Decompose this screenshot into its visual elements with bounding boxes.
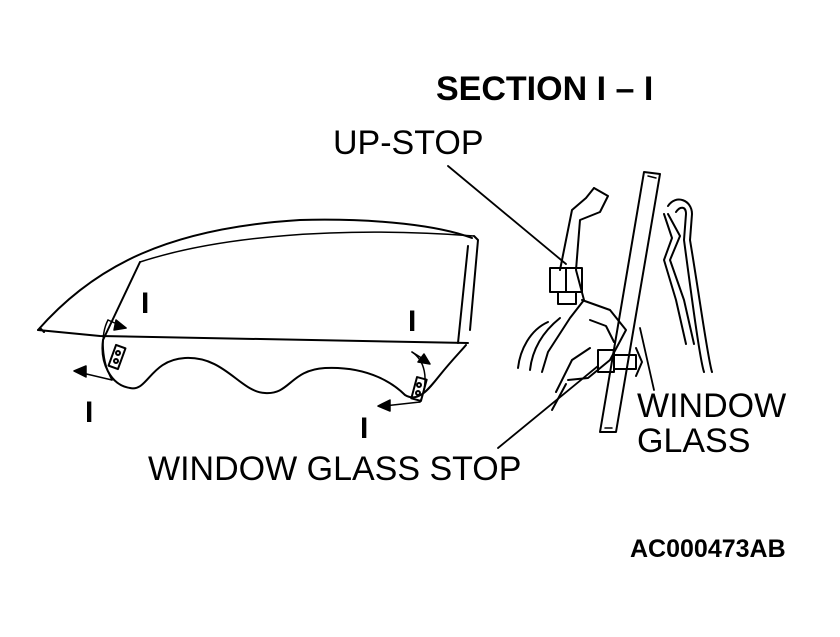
section-cut-rear	[377, 351, 431, 412]
window-glass-label-line1: WINDOW	[637, 387, 787, 425]
figure-code: AC000473AB	[630, 535, 786, 563]
leader-lines	[447, 165, 655, 449]
section-view	[517, 171, 713, 433]
section-mark-front-top: I	[141, 287, 150, 320]
window-glass-label-line2: GLASS	[637, 422, 751, 460]
section-title: SECTION I – I	[436, 70, 654, 108]
door-glass-outline	[37, 218, 479, 399]
section-mark-front-bottom: I	[85, 396, 94, 429]
glass-stop-leader	[497, 365, 599, 449]
section-mark-rear-top: I	[408, 305, 417, 338]
glass-stop-front	[107, 343, 127, 371]
up-stop-label: UP-STOP	[333, 124, 484, 162]
up-stop-leader	[447, 165, 567, 265]
section-cut-front	[73, 319, 127, 381]
section-mark-rear-bottom: I	[360, 412, 369, 445]
window-glass-stop-label: WINDOW GLASS STOP	[148, 450, 522, 488]
window-glass-leader	[639, 327, 655, 391]
